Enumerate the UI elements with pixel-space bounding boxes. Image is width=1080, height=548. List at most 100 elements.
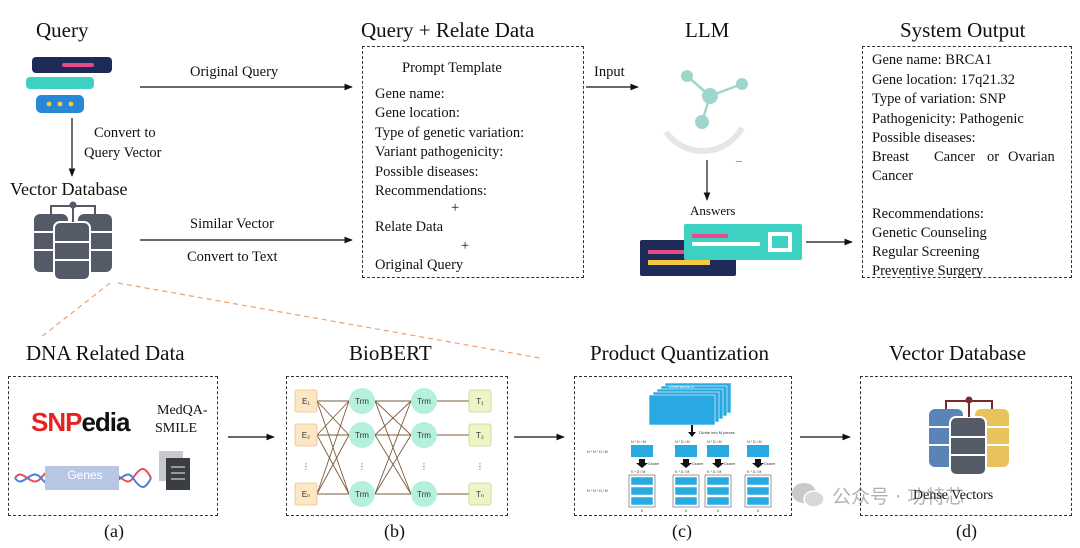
recommendation-item: Regular Screening: [872, 244, 980, 260]
document-stack-icon: [159, 451, 190, 490]
snpedia-logo: SNPedia: [31, 407, 131, 438]
relate-title: Query + Relate Data: [361, 18, 535, 42]
llm-title: LLM: [685, 18, 730, 42]
convert-label-2: Query Vector: [84, 145, 162, 161]
watermark: 公众号 · 功特芯: [790, 480, 964, 510]
input-token: E₂: [302, 431, 310, 440]
output-line: Possible diseases:: [872, 130, 976, 146]
label-b: (b): [384, 521, 405, 541]
vdb-bottom-title: Vector Database: [889, 341, 1027, 365]
answers-label: Answers: [690, 203, 736, 218]
output-line: Type of variation: SNP: [872, 91, 1006, 107]
output-token: Tₙ: [476, 490, 484, 499]
cluster-label: Cluster: [724, 462, 736, 466]
divide-label: Divide into M pieces: [699, 430, 735, 435]
kdm-label: K * D / M: [707, 470, 721, 474]
ndm-label: N * D / M: [631, 440, 646, 444]
prompt-line: Gene location:: [375, 105, 460, 121]
answers-icon: [640, 224, 802, 276]
smile-label: SMILE: [155, 421, 197, 436]
pq-diagram: Dimensions D Divide into M pieces N * D …: [587, 382, 776, 513]
query-title: Query: [36, 18, 89, 42]
plus-sign: +: [451, 200, 460, 216]
relate-data-line: Relate Data: [375, 219, 444, 235]
dna-data-title: DNA Related Data: [26, 341, 185, 365]
trm-node: Trm: [355, 397, 369, 406]
recommendations-heading: Recommendations:: [872, 206, 984, 222]
disease-word: Cancer: [934, 149, 976, 165]
trm-node: Trm: [417, 431, 431, 440]
ellipsis: ⋮: [302, 462, 310, 471]
ndm-label: N * D / M: [707, 440, 722, 444]
ellipsis: ⋮: [420, 462, 428, 471]
ndm-label: N * D / M: [747, 440, 762, 444]
ndm-label: N * D / M: [675, 440, 690, 444]
prompt-line: Variant pathogenicity:: [375, 144, 504, 160]
snpedia-logo-snp: SNP: [31, 407, 82, 437]
cluster-label: Cluster: [764, 462, 776, 466]
nndm-label: N * N * D / M: [587, 489, 608, 493]
k-label: K: [717, 509, 720, 513]
kdm-label: K * D / M: [675, 470, 689, 474]
ellipsis: ⋮: [476, 462, 484, 471]
trm-node: Trm: [417, 397, 431, 406]
label-d: (d): [956, 521, 977, 541]
ellipsis: ⋮: [358, 462, 366, 471]
dense-vectors-label: Dense Vectors: [913, 488, 994, 503]
prompt-line: Type of genetic variation:: [375, 125, 525, 141]
biobert-network: E₁ E₂ Eₙ T₁ T₂ Tₙ Trm Trm Trm Trm Trm Tr…: [294, 388, 492, 507]
k-label: K: [757, 509, 760, 513]
vector-db-title: Vector Database: [10, 179, 128, 199]
convert-text-label: Convert to Text: [187, 249, 278, 265]
pq-box: Dimensions D Divide into M pieces N * D …: [574, 376, 792, 516]
prompt-line: Possible diseases:: [375, 164, 479, 180]
output-line: Gene location: 17q21.32: [872, 72, 1015, 88]
biobert-box: E₁ E₂ Eₙ T₁ T₂ Tₙ Trm Trm Trm Trm Trm Tr…: [286, 376, 508, 516]
plus-sign: +: [461, 238, 470, 254]
biobert-title: BioBERT: [349, 341, 432, 365]
nndm-label: N * N * D / M: [587, 450, 608, 454]
input-token: Eₙ: [302, 490, 311, 499]
disease-word: Breast: [872, 149, 910, 165]
cluster-label: Cluster: [648, 462, 660, 466]
disease-word: Ovarian: [1008, 149, 1055, 165]
dna-data-box: SNPedia MedQA- SMILE Genes: [8, 376, 218, 516]
disease-word: or: [987, 149, 1000, 165]
original-query-line: Original Query: [375, 257, 464, 273]
query-icon: [26, 57, 112, 113]
k-label: K: [685, 509, 688, 513]
snpedia-logo-edia: edia: [81, 407, 130, 437]
k-label: K: [641, 509, 644, 513]
original-query-label: Original Query: [190, 64, 279, 80]
dna-strand-icon: [14, 466, 152, 490]
kdm-label: K * D / M: [631, 470, 645, 474]
llm-mark: –: [736, 153, 742, 167]
recommendation-item: Genetic Counseling: [872, 225, 987, 241]
dimension-label: Dimensions D: [669, 384, 694, 389]
medqa-label: MedQA-: [157, 403, 208, 418]
trm-node: Trm: [417, 490, 431, 499]
cluster-label: Cluster: [692, 462, 704, 466]
label-c: (c): [672, 521, 692, 541]
label-a: (a): [104, 521, 124, 541]
prompt-heading: Prompt Template: [402, 60, 502, 76]
convert-label-1: Convert to: [94, 125, 156, 141]
database-icon: [34, 201, 112, 281]
genes-label: Genes: [67, 468, 103, 482]
prompt-line: Recommendations:: [375, 183, 487, 199]
input-token: E₁: [302, 397, 310, 406]
input-label: Input: [594, 64, 625, 80]
prompt-template-box: Prompt Template Gene name: Gene location…: [362, 46, 584, 278]
system-output-box: Gene name: BRCA1 Gene location: 17q21.32…: [862, 46, 1072, 279]
chat-bubble-icon: [792, 483, 825, 508]
output-line: Pathogenicity: Pathogenic: [872, 111, 1024, 127]
llm-network-icon: [663, 70, 748, 155]
similar-vector-label: Similar Vector: [190, 216, 274, 232]
output-title: System Output: [900, 18, 1026, 42]
colored-database-icon: [929, 396, 1009, 476]
output-token: T₁: [476, 397, 484, 406]
zoom-line-left: [39, 282, 111, 339]
prompt-line: Gene name:: [375, 86, 445, 102]
trm-node: Trm: [355, 490, 369, 499]
